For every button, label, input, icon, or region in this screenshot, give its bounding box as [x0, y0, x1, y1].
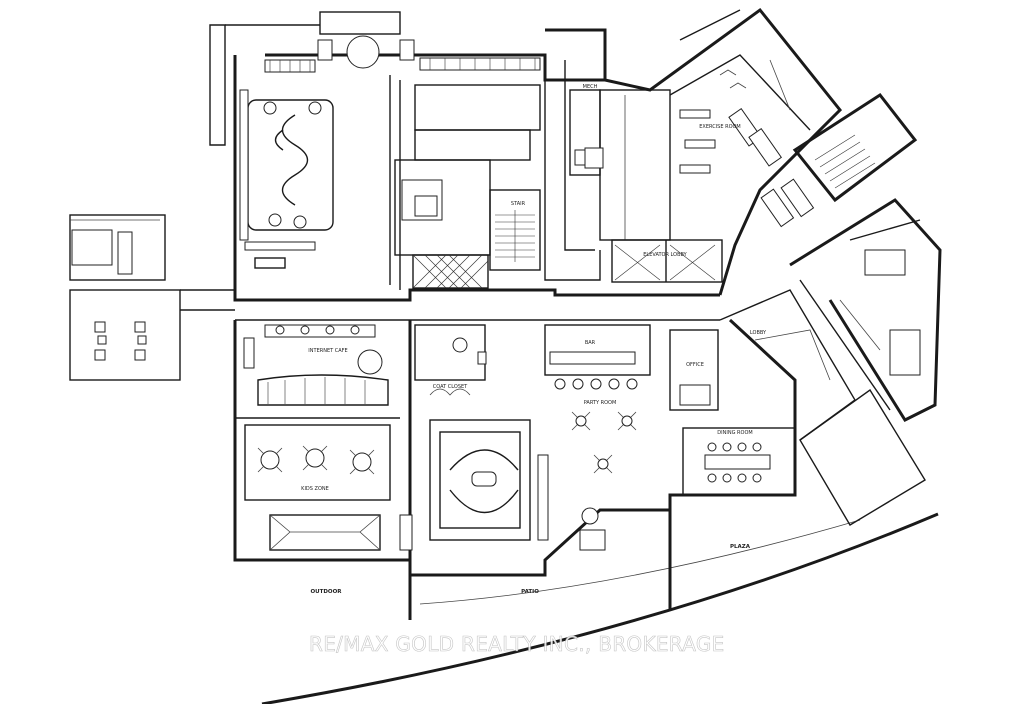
label-outdoor: OUTDOOR	[310, 589, 342, 595]
label-bar: BAR	[585, 340, 596, 346]
label-stair: STAIR	[511, 201, 526, 207]
left-annex	[69, 214, 235, 381]
label-office: OFFICE	[686, 362, 704, 368]
label-mechanical: MECH	[583, 84, 598, 90]
label-party-room: PARTY ROOM	[584, 400, 617, 406]
lower-wing	[233, 289, 856, 620]
label-patio: PATIO	[521, 589, 539, 595]
label-kids-zone: KIDS ZONE	[301, 486, 329, 492]
label-exercise-room: EXERCISE ROOM	[699, 124, 741, 130]
label-coat-closet: COAT CLOSET	[433, 384, 468, 390]
label-lobby: LOBBY	[750, 330, 767, 336]
site-curve	[261, 512, 939, 704]
right-tower	[789, 198, 942, 526]
label-internet-cafe: INTERNET CAFE	[308, 348, 347, 354]
label-plaza: PLAZA	[730, 544, 751, 550]
label-elevator-lobby: ELEVATOR LOBBY	[643, 252, 687, 258]
brokerage-watermark: RE/MAX GOLD REALTY INC., BROKERAGE	[309, 632, 725, 657]
room-labels: INTERNET CAFE KIDS ZONE PARTY ROOM DININ…	[301, 84, 767, 595]
site-curve-inner	[419, 519, 861, 605]
label-dining-room: DINING ROOM	[717, 430, 752, 436]
upper-wing	[209, 11, 723, 302]
east-wing	[604, 7, 918, 296]
